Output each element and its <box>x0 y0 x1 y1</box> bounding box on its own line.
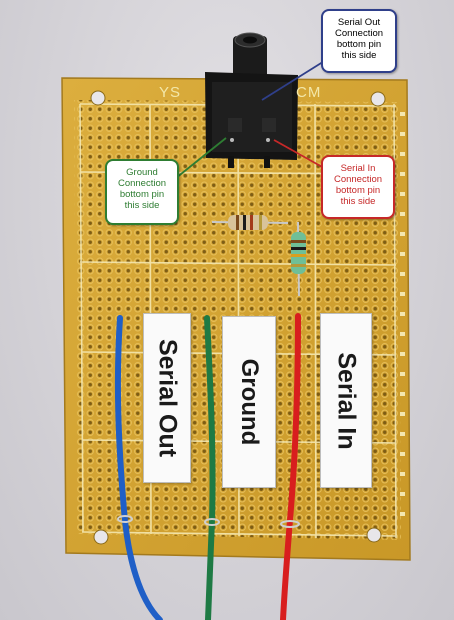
mounting-hole-top-left <box>90 90 106 106</box>
label-card-serial-out: Serial Out <box>143 313 191 483</box>
pointer-serial-in <box>273 139 325 169</box>
board-marking-left: YS <box>159 84 182 101</box>
mounting-hole-top-right <box>370 91 386 107</box>
callout-ground: Ground Connection bottom pin this side <box>105 159 179 225</box>
label-serial-out: Serial Out <box>153 338 182 458</box>
audio-jack-socket <box>205 32 298 168</box>
wire-blue <box>114 315 163 620</box>
wire-red <box>280 313 301 620</box>
callout-serial-out: Serial Out Connection bottom pin this si… <box>321 9 397 73</box>
board-marking-right: CM <box>296 84 322 101</box>
wire-green <box>204 315 216 620</box>
label-ground: Ground <box>236 358 263 446</box>
callout-serial-in: Serial In Connection bottom pin this sid… <box>321 155 395 219</box>
resistor-vertical <box>291 221 306 297</box>
label-card-ground: Ground <box>222 316 276 488</box>
label-serial-in: Serial In <box>332 351 361 450</box>
pointer-serial-out <box>261 59 327 101</box>
mounting-hole-bottom-right <box>366 527 382 543</box>
mounting-hole-bottom-left <box>93 529 109 545</box>
label-card-serial-in: Serial In <box>320 313 372 488</box>
resistor-horizontal <box>211 215 289 230</box>
pointer-ground <box>175 137 227 179</box>
